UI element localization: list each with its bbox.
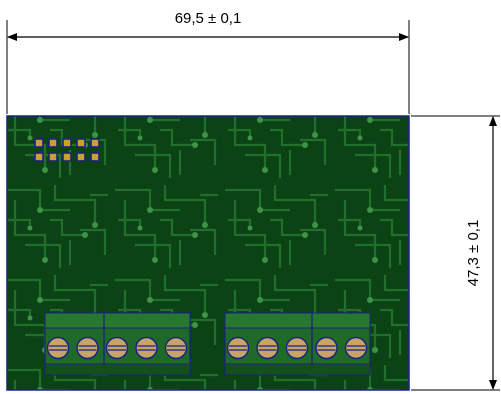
terminal-screw (256, 336, 279, 360)
terminal-screw (344, 336, 368, 360)
width-dimension: 69,5 ± 0,1 (7, 10, 409, 41)
header-pin (62, 152, 72, 162)
pcb-outline (6, 115, 410, 391)
header-pin (48, 152, 58, 162)
header-pin (76, 138, 86, 148)
terminal-screw (105, 336, 129, 360)
terminal-screw (135, 336, 158, 360)
header-pin (48, 138, 58, 148)
terminal-block-right (224, 312, 371, 376)
header-pin (34, 152, 44, 162)
header-pin (34, 138, 44, 148)
pcb-board (6, 115, 410, 391)
pin-header (34, 138, 100, 162)
header-pin (62, 138, 72, 148)
height-label: 47,3 ± 0,1 (465, 220, 482, 287)
terminal-screw (226, 336, 250, 360)
terminal-screw (76, 336, 99, 360)
terminal-screw (164, 336, 188, 360)
terminal-block-left (44, 312, 191, 376)
width-label: 69,5 ± 0,1 (175, 10, 242, 27)
header-pin (90, 152, 100, 162)
terminal-screw (315, 336, 338, 360)
header-pin (76, 152, 86, 162)
header-pin (90, 138, 100, 148)
terminal-screw (285, 336, 309, 360)
height-dimension: 47,3 ± 0,1 (465, 116, 497, 390)
terminal-screw (46, 336, 70, 360)
